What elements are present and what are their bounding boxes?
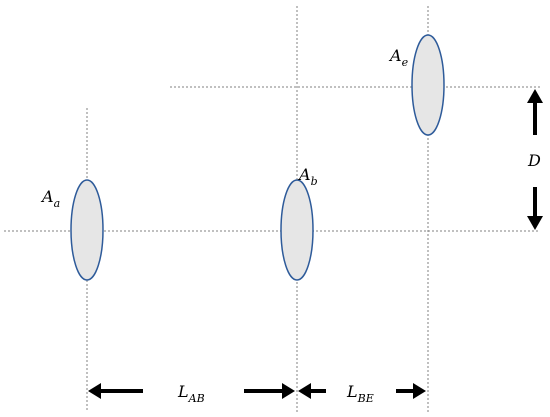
label-a-main: A (40, 187, 54, 206)
arrow-d-down-head (527, 216, 543, 230)
label-a: Aa (40, 187, 60, 210)
label-b: Ab (297, 165, 318, 188)
label-lbe: LBE (346, 382, 374, 405)
ellipse-b (280, 179, 314, 281)
label-lab-main: L (177, 382, 189, 401)
label-lbe-main: L (346, 382, 358, 401)
label-d: D (527, 151, 541, 170)
label-b-sub: b (311, 175, 318, 188)
label-e: Ae (388, 46, 409, 69)
label-lbe-sub: BE (357, 392, 374, 405)
label-lab-sub: AB (188, 392, 205, 405)
arrow-lbe-left-head (298, 383, 311, 399)
label-e-sub: e (402, 56, 409, 69)
arrow-d-up-head (527, 89, 543, 103)
arrow-lab-right-head (282, 383, 295, 399)
label-a-sub: a (54, 197, 61, 210)
dimension-d: D (527, 89, 543, 230)
dimension-lbe: LBE (298, 382, 426, 405)
arrow-lab-left-head (88, 383, 101, 399)
ellipse-a (70, 179, 104, 281)
arrow-lbe-right-head (413, 383, 426, 399)
ellipse-e (411, 34, 445, 136)
dimension-lab: LAB (88, 382, 295, 405)
label-b-main: A (297, 165, 311, 184)
label-lab: LAB (177, 382, 205, 405)
label-e-main: A (388, 46, 402, 65)
